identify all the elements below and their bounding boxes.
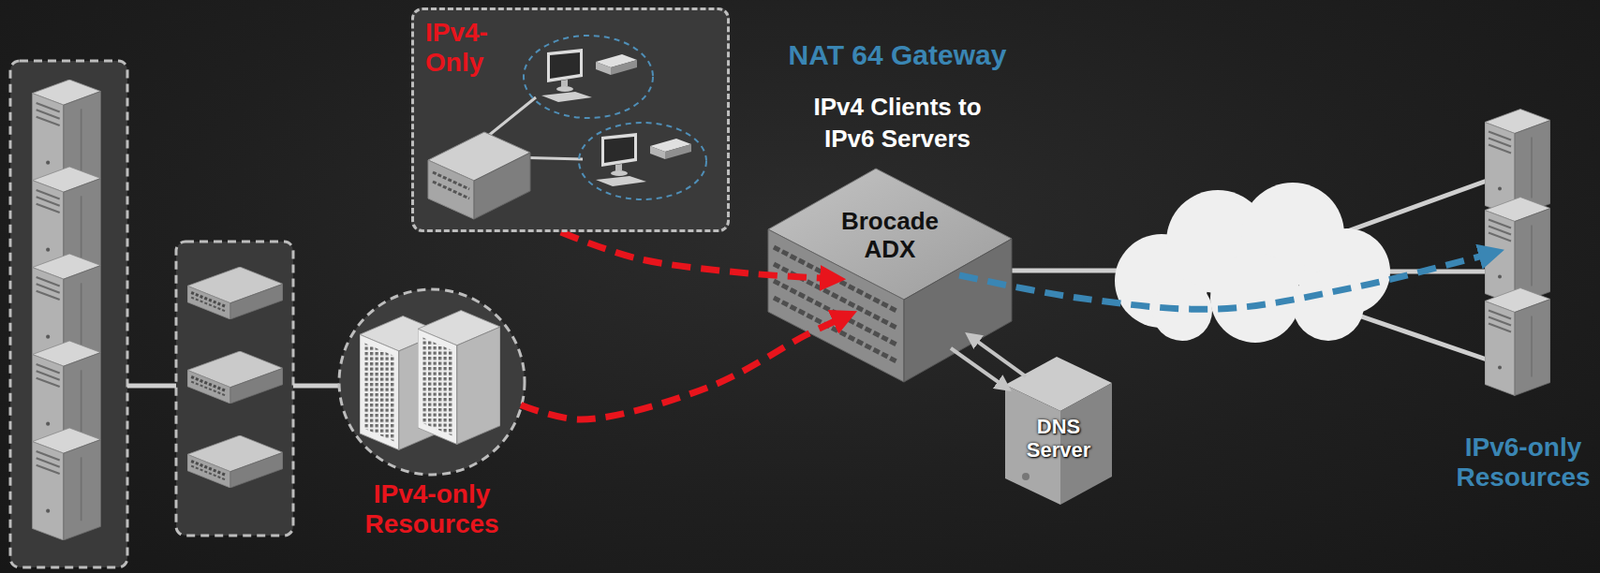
adx-appliance: [773, 281, 899, 346]
switch-panel: [187, 266, 283, 320]
network-wire: [1339, 179, 1490, 235]
resource-circle-node: IPv4-only Resources: [337, 287, 527, 546]
dns-reply-arrow: [971, 337, 1026, 377]
resource-circle: [339, 289, 525, 475]
client-network: [411, 7, 730, 233]
network-cloud: [1114, 182, 1391, 343]
dns-server-box: [1022, 473, 1030, 481]
client-network: [411, 7, 730, 233]
device-label: DNS Server: [1011, 414, 1106, 463]
network-wire: [127, 384, 177, 389]
server-rack-panel: [31, 428, 101, 541]
gateway-appliance: Brocade ADX: [768, 168, 1012, 383]
switch-panel: [176, 241, 294, 536]
adx-appliance: [773, 297, 899, 363]
ipv6-servers: [1484, 109, 1551, 397]
server-rack-panel: [10, 60, 128, 568]
dns-server-node: DNS Server: [1005, 356, 1112, 505]
ipv6-flow-arrow: [959, 252, 1492, 310]
client-network: [432, 172, 470, 190]
gateway-subtitle: IPv4 Clients to IPv6 Servers: [794, 91, 1001, 156]
gateway-title: NAT 64 Gateway: [756, 39, 1038, 73]
server-rack-panel: [10, 60, 128, 568]
resource-label: IPv4-only Resources: [337, 479, 527, 540]
network-wire: [1339, 309, 1490, 361]
client-network: [428, 160, 475, 220]
client-network: [474, 152, 531, 220]
client-network: [482, 97, 536, 141]
group-heading: IPv4-Only: [425, 17, 508, 78]
switch-panel: [176, 241, 294, 536]
ipv6-resource-group: IPv6-only Resources: [1453, 103, 1593, 498]
resource-label: IPv6-only Resources: [1453, 432, 1593, 493]
client-network: [578, 122, 707, 200]
ipv4-flow-arrow: [561, 232, 833, 280]
connector-group: [520, 232, 1492, 420]
resource-circle: [339, 289, 525, 475]
adx-appliance: [903, 238, 1012, 383]
network-wire: [1009, 268, 1120, 274]
resource-circle: [417, 311, 501, 445]
ipv6-servers: [1484, 288, 1551, 397]
client-network: [595, 133, 692, 187]
client-network: [541, 48, 638, 103]
device-label: Brocade ADX: [829, 207, 951, 265]
switch-panel: [187, 435, 283, 489]
dns-server-box: [1005, 356, 1112, 505]
network-wire: [293, 384, 340, 389]
client-network: [432, 181, 470, 199]
switch-panel: [187, 351, 283, 404]
ipv4-flow-arrow: [520, 316, 845, 420]
client-network: [523, 35, 653, 119]
client-group-box: IPv4-Only: [411, 7, 730, 233]
network-cloud: [1292, 269, 1364, 341]
